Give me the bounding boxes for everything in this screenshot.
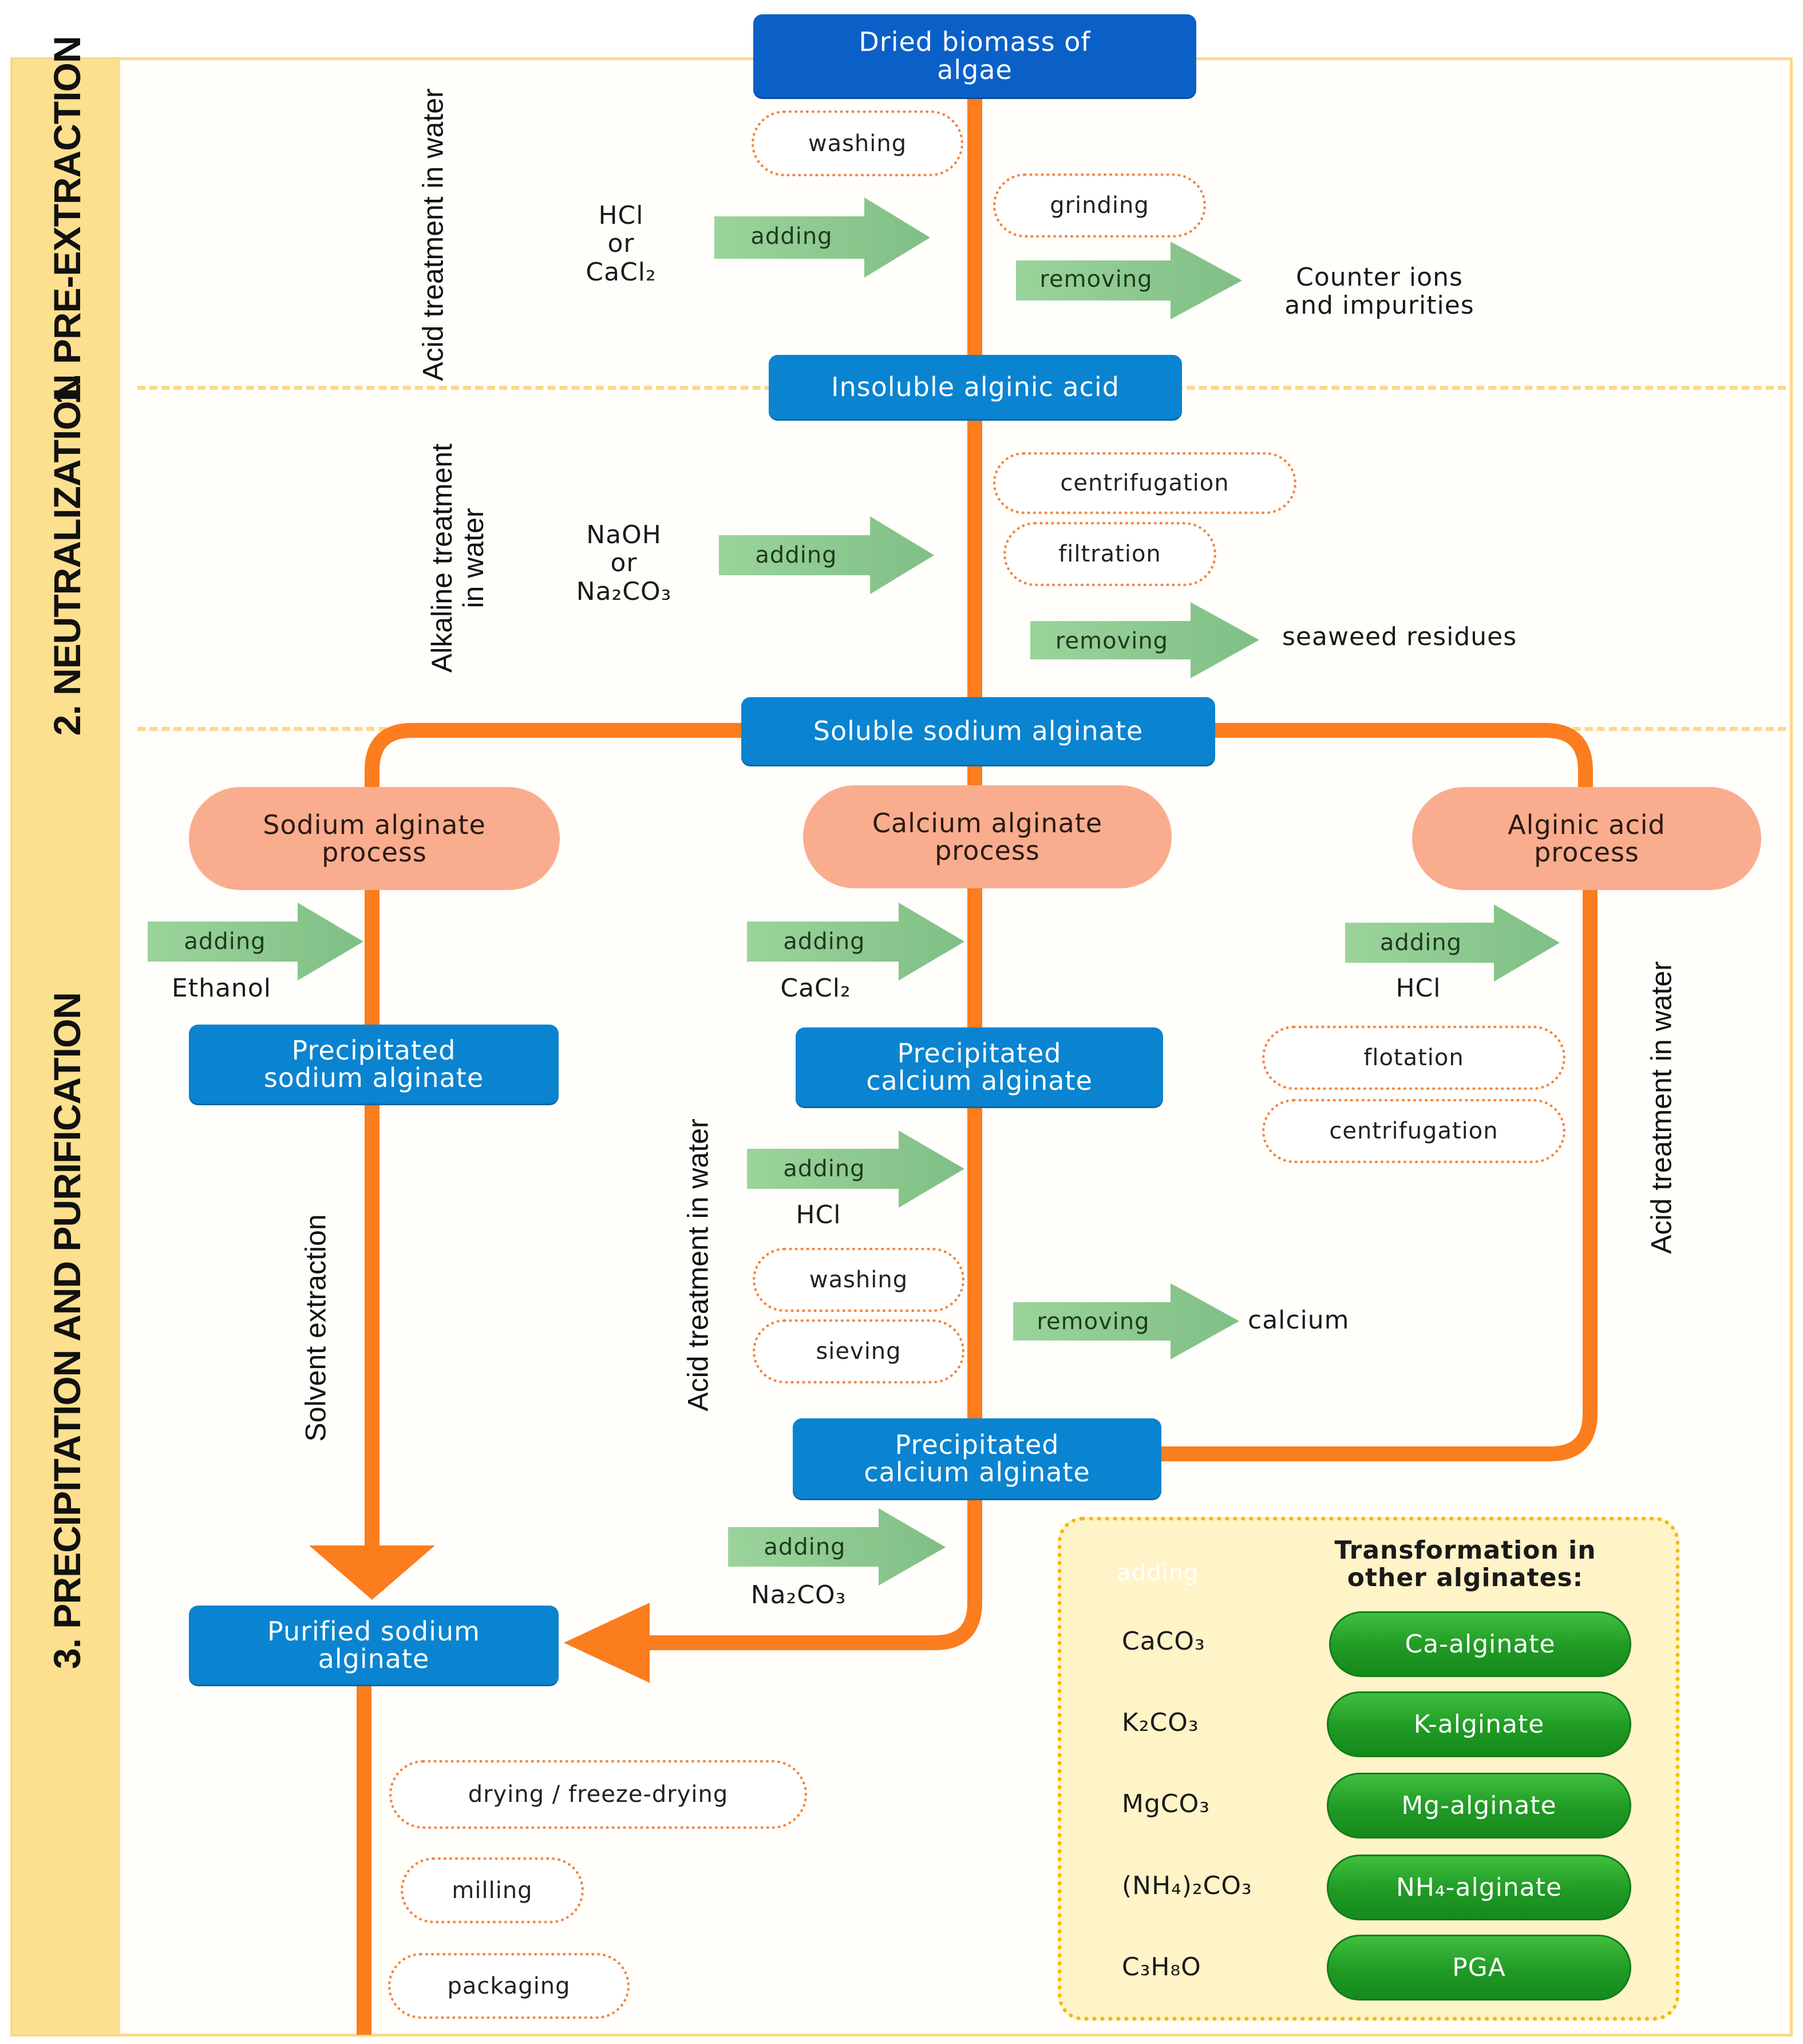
box-precipitated-sodium-alginate-text: Precipitated sodium alginate [263,1034,484,1093]
side-label-alkaline: Alkaline treatment in water [426,443,489,673]
transform-reagent-mgco3: MgCO₃ [1122,1789,1210,1818]
reagent-cacl2: CaCl₂ [780,974,851,1003]
operation-packaging: packaging [388,1953,630,2019]
transform-reagent-caco3: CaCO₃ [1122,1627,1205,1656]
box-purified-sodium-alginate-text: Purified sodium alginate [267,1615,480,1674]
removed-counter-ions-line2: and impurities [1284,291,1474,321]
operation-flotation: flotation [1262,1026,1565,1090]
box-insoluble-alginic-acid-text: Insoluble alginic acid [831,371,1120,402]
arrow-label-adding-na2co3: adding [764,1534,846,1560]
arrow-adding-neut [719,516,934,594]
operation-filtration: filtration [1003,522,1216,586]
transform-reagent-k2co3: K₂CO₃ [1122,1708,1199,1737]
removed-calcium: calcium [1248,1306,1350,1335]
transform-product-nh4-alginate: NH₄-alginate [1327,1855,1631,1920]
reagent-hcl-or-cacl2-line3: CaCl₂ [586,257,657,287]
arrow-adding-ethanol [148,903,363,981]
reagent-hcl-or-cacl2-line2: or [607,229,635,259]
operation-centrifugation-1: centrifugation [993,452,1296,514]
transform-product-mg-alginate: Mg-alginate [1327,1773,1631,1839]
operation-sieving: sieving [753,1319,964,1383]
transform-reagent-c3h8o: C₃H₈O [1122,1952,1201,1982]
arrow-label-adding-hcl-right: adding [1379,930,1462,956]
box-precipitated-calcium-alginate-1: Precipitated calcium alginate [796,1027,1163,1106]
transformation-title-line2: other alginates: [1347,1563,1584,1593]
arrow-adding-na2co3 [728,1508,946,1586]
box-purified-sodium-alginate: Purified sodium alginate [189,1606,559,1685]
flow-line-to-purified [607,1495,982,1650]
box-sodium-alginate-process-text: Sodium alginate process [263,809,486,868]
reagent-hcl-or-cacl2: HCl or CaCl₂ [572,201,670,286]
arrow-adding-hcl-mid [747,1130,964,1208]
box-dried-biomass: Dried biomass of algae [753,14,1196,97]
arrow-adding-pre [714,197,930,278]
reagent-naoh-line1: NaOH [586,520,662,549]
transformation-title: Transformation in other alginates: [1299,1536,1631,1593]
arrow-label-adding-cacl2: adding [783,928,865,955]
box-dried-biomass-text: Dried biomass of algae [859,26,1091,85]
box-alginic-acid-process-text: Alginic acid process [1508,809,1666,868]
arrow-adding-cacl2 [747,903,964,981]
side-label-acid-right: Acid treatment in water [1645,961,1678,1254]
box-precipitated-calcium-alginate-1-text: Precipitated calcium alginate [866,1037,1093,1096]
side-label-acid-top: Acid treatment in water [417,88,449,381]
box-soluble-sodium-alginate: Soluble sodium alginate [741,697,1215,765]
transform-product-pga: PGA [1327,1935,1631,2000]
arrow-label-removing-neut: removing [1055,628,1169,654]
operation-grinding: grinding [993,173,1206,238]
arrow-label-removing-calcium: removing [1037,1308,1150,1335]
operation-washing-1: washing [752,110,963,176]
arrow-removing-calcium [1013,1283,1239,1359]
box-insoluble-alginic-acid: Insoluble alginic acid [769,355,1182,419]
transform-product-ca-alginate: Ca-alginate [1329,1611,1631,1677]
phase-stripe [13,60,120,2034]
reagent-ethanol: Ethanol [172,974,271,1003]
side-label-solvent-extraction: Solvent extraction [299,1214,332,1442]
reagent-hcl-right: HCl [1395,974,1441,1003]
reagent-na2co3: Na₂CO₃ [750,1580,847,1610]
box-soluble-sodium-alginate-text: Soluble sodium alginate [813,715,1144,746]
phase-label-pre-extraction: 1. PRE-EXTRACTION [46,36,88,405]
arrow-label-adding-pre: adding [750,223,833,250]
branch-line-right [1213,723,1593,790]
box-precipitated-calcium-alginate-2-text: Precipitated calcium alginate [864,1429,1090,1488]
arrowhead-left [564,1603,650,1683]
reagent-hcl-or-cacl2-line1: HCl [598,201,644,230]
arrow-label-adding-neut: adding [755,542,837,568]
arrow-removing-neut [1030,602,1259,678]
transform-product-k-alginate: K-alginate [1327,1691,1631,1757]
box-precipitated-calcium-alginate-2: Precipitated calcium alginate [793,1418,1161,1499]
transformation-title-line1: Transformation in [1334,1536,1596,1565]
arrow-label-adding-transform: adding [1117,1560,1199,1586]
removed-counter-ions: Counter ions and impurities [1248,263,1511,320]
transform-reagent-nh4-2co3: (NH₄)₂CO₃ [1122,1871,1252,1900]
operation-drying: drying / freeze-drying [389,1760,807,1829]
reagent-hcl-mid: HCl [796,1200,841,1229]
reagent-naoh-line3: Na₂CO₃ [576,576,672,606]
removed-counter-ions-line1: Counter ions [1296,263,1463,292]
arrowhead-down [309,1545,435,1600]
box-alginic-acid-process: Alginic acid process [1412,787,1761,890]
arrow-label-adding-hcl-mid: adding [783,1156,865,1182]
arrow-label-adding-ethanol: adding [184,928,266,955]
reagent-naoh-line2: or [610,548,638,578]
phase-label-neutralization: 2. NEUTRALIZATION [46,374,88,736]
arrow-adding-hcl-right [1345,904,1560,982]
operation-centrifugation-2: centrifugation [1262,1099,1565,1163]
arrow-removing-pre [1016,242,1242,319]
box-calcium-alginate-process-text: Calcium alginate process [872,807,1103,866]
flow-line-alginic-return [1159,887,1598,1461]
arrow-label-removing-pre: removing [1039,266,1153,292]
box-precipitated-sodium-alginate: Precipitated sodium alginate [189,1025,559,1104]
phase-label-precipitation: 3. PRECIPITATION AND PURIFICATION [46,993,88,1669]
box-sodium-alginate-process: Sodium alginate process [189,787,560,890]
reagent-naoh-or-na2co3: NaOH or Na₂CO₃ [558,521,690,606]
removed-seaweed-residues: seaweed residues [1282,622,1517,651]
branch-line-left [365,723,744,790]
box-calcium-alginate-process: Calcium alginate process [803,785,1172,888]
side-label-acid-mid: Acid treatment in water [682,1118,714,1412]
operation-milling: milling [401,1857,584,1923]
operation-washing-2: washing [753,1248,964,1312]
